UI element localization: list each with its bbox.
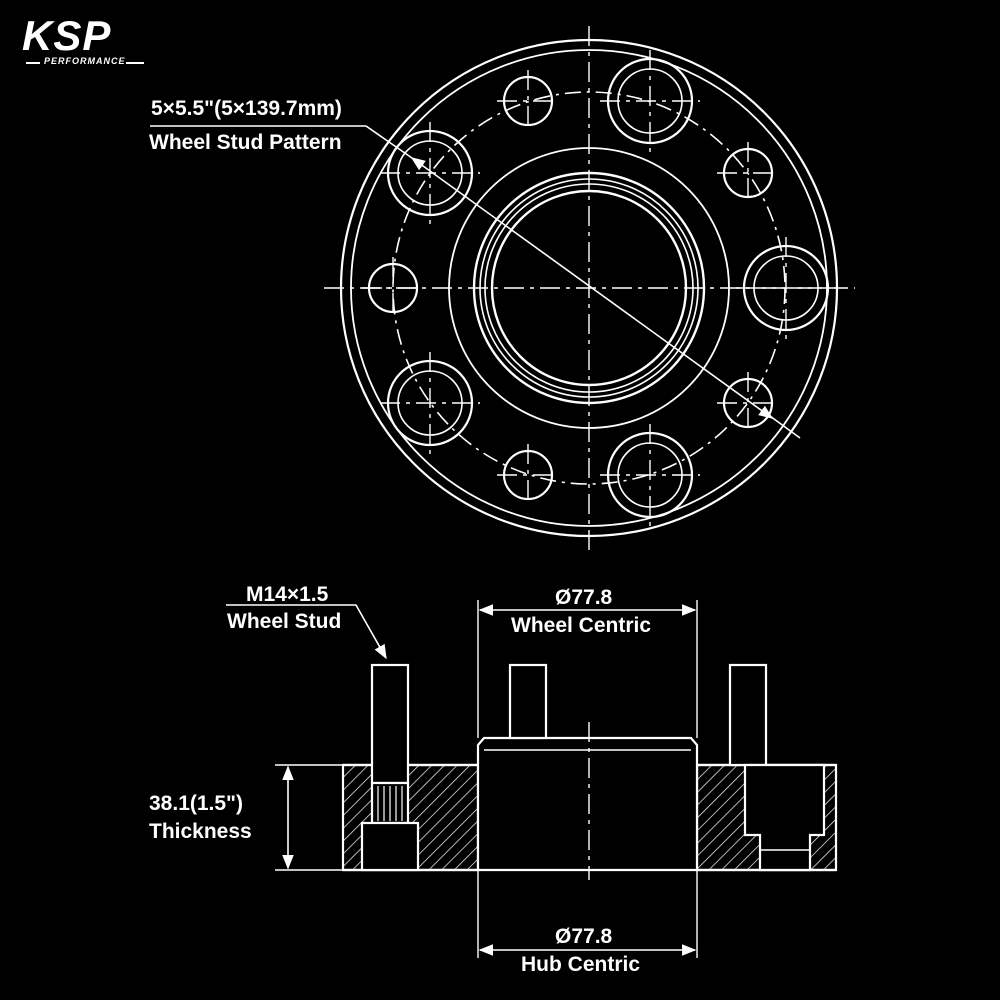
pattern-caption-label: Wheel Stud Pattern [149, 131, 342, 154]
pattern-value-label: 5×5.5"(5×139.7mm) [151, 97, 342, 120]
wheel-centric-value-label: Ø77.8 [555, 586, 613, 609]
middle-stud [508, 663, 548, 740]
pattern-leader [150, 125, 413, 159]
thickness-value-label: 38.1(1.5") [149, 792, 244, 815]
top-view [150, 26, 855, 552]
logo-text: KSP [22, 12, 112, 59]
hub-centric-caption-label: Hub Centric [521, 953, 641, 976]
hub-centric-value-label: Ø77.8 [555, 925, 613, 948]
stud-value-label: M14×1.5 [246, 583, 329, 606]
right-nut-pocket [743, 763, 826, 872]
logo-bar-right [126, 62, 144, 64]
center-lines [324, 26, 855, 552]
logo-bar-left [26, 62, 40, 64]
thickness-caption-label: Thickness [149, 820, 252, 843]
ksp-logo: KSP PERFORMANCE [22, 14, 152, 70]
hub-ring [476, 736, 699, 765]
wheel-centric-caption-label: Wheel Centric [511, 614, 652, 637]
left-stud [370, 663, 410, 785]
stud-caption-label: Wheel Stud [227, 610, 342, 633]
side-view [226, 600, 838, 958]
stud-leader [226, 604, 387, 660]
left-stud-head [360, 821, 420, 872]
pattern-dimension-line [410, 157, 774, 419]
right-stud [728, 663, 768, 767]
logo-subtext: PERFORMANCE [44, 56, 126, 66]
